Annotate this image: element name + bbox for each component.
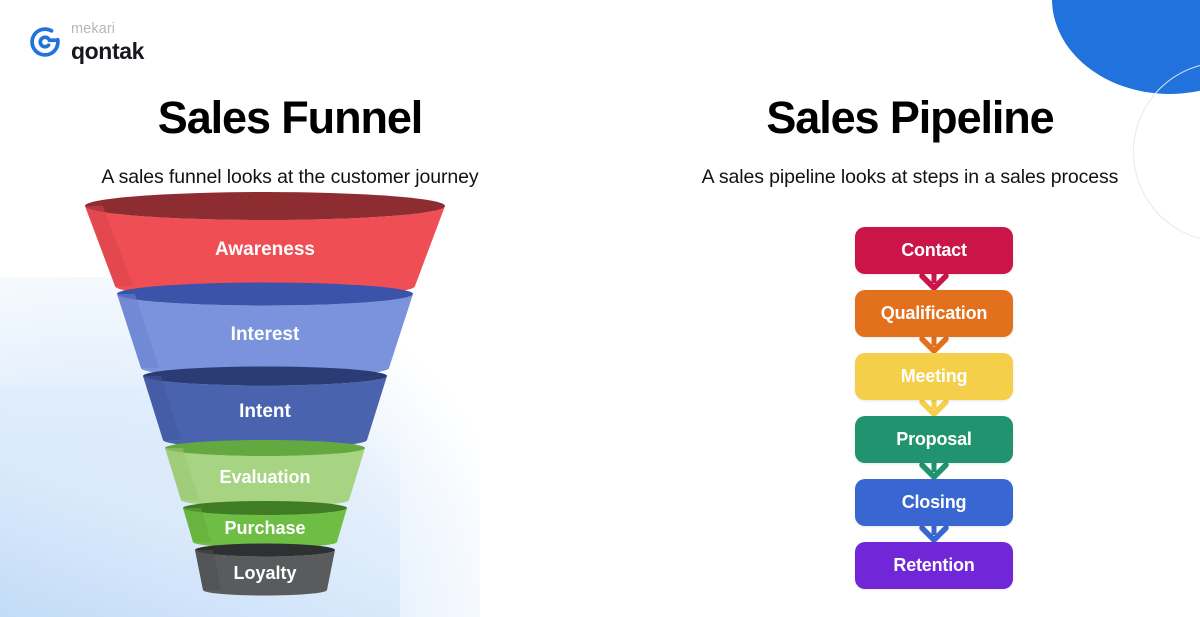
funnel-stage-label: Intent: [239, 401, 291, 422]
pipeline-step-label: Contact: [901, 240, 967, 260]
funnel-stage-shading: [183, 508, 211, 542]
funnel-stage-label: Awareness: [215, 239, 315, 260]
pipeline-step[interactable]: Proposal: [855, 416, 1013, 463]
funnel-stage-rim: [117, 282, 413, 306]
funnel-stage-rim: [183, 501, 347, 515]
funnel-stage[interactable]: Interest: [117, 282, 413, 378]
pipeline-step[interactable]: Qualification: [855, 290, 1013, 337]
funnel-stage-shading: [117, 294, 159, 368]
funnel-stage-body: [85, 206, 445, 298]
funnel-stage[interactable]: Intent: [143, 366, 387, 449]
brand-name-qontak: qontak: [71, 37, 144, 64]
funnel-stage-label: Loyalty: [233, 563, 296, 583]
brand-wordmark: mekari qontak: [71, 22, 144, 63]
pipeline-step-label: Retention: [893, 555, 975, 575]
funnel-stage-label: Purchase: [224, 518, 305, 538]
funnel-subtitle: A sales funnel looks at the customer jou…: [101, 166, 479, 188]
pipeline-step-label: Meeting: [900, 366, 968, 386]
pipeline-step[interactable]: Closing: [855, 479, 1013, 526]
qontak-circle-logo-icon: [28, 25, 62, 59]
funnel-stage-rim: [143, 366, 387, 386]
pipeline-step-box[interactable]: Closing: [855, 479, 1013, 526]
chevron-down-arrow-icon: [855, 400, 1013, 416]
funnel-stage-body: [195, 550, 335, 596]
pipeline-subtitle: A sales pipeline looks at steps in a sal…: [701, 166, 1119, 188]
brand-name-mekari: mekari: [71, 21, 116, 37]
funnel-stage-shading: [195, 550, 221, 590]
funnel-stage[interactable]: Evaluation: [165, 440, 365, 507]
pipeline-title: Sales Pipeline: [766, 92, 1054, 143]
funnel-stage[interactable]: Loyalty: [195, 543, 335, 596]
chevron-down-arrow-icon: [855, 337, 1013, 353]
funnel-stage-body: [117, 294, 413, 378]
funnel-stage-label: Interest: [231, 324, 300, 345]
pipeline-step-box[interactable]: Qualification: [855, 290, 1013, 337]
background-outline-circle-decoration: [1133, 62, 1200, 242]
pipeline-step-label: Proposal: [896, 429, 972, 449]
funnel-stage-body: [183, 508, 347, 548]
pipeline-step-box[interactable]: Meeting: [855, 353, 1013, 400]
chevron-down-arrow-icon: [855, 463, 1013, 479]
funnel-stage-shading: [85, 206, 133, 286]
funnel-stage-body: [143, 376, 387, 449]
chevron-down-arrow-icon: [855, 274, 1013, 290]
funnel-title: Sales Funnel: [157, 92, 423, 143]
pipeline-step-box[interactable]: Proposal: [855, 416, 1013, 463]
pipeline-step-label: Closing: [901, 492, 967, 512]
pipeline-step[interactable]: Contact: [855, 227, 1013, 274]
funnel-stage[interactable]: Awareness: [85, 192, 445, 298]
funnel-svg: AwarenessInterestIntentEvaluationPurchas…: [85, 192, 445, 596]
pipeline-step-label: Qualification: [880, 303, 988, 323]
pipeline-step-box[interactable]: Retention: [855, 542, 1013, 589]
funnel-stage[interactable]: Purchase: [183, 501, 347, 548]
funnel-stage-label: Evaluation: [219, 467, 310, 487]
funnel-stage-shading: [165, 448, 199, 500]
pipeline-step[interactable]: Retention: [855, 542, 1013, 589]
funnel-stage-shading: [143, 376, 181, 440]
pipeline-step[interactable]: Meeting: [855, 353, 1013, 400]
funnel-stage-rim: [85, 192, 445, 220]
chevron-down-arrow-icon: [855, 526, 1013, 542]
funnel-stage-rim: [165, 440, 365, 456]
brand-logo[interactable]: mekari qontak: [28, 22, 144, 63]
funnel-stage-rim: [195, 543, 335, 557]
funnel-stage-body: [165, 448, 365, 507]
pipeline-step-box[interactable]: Contact: [855, 227, 1013, 274]
background-blue-circle-decoration: [1052, 0, 1200, 94]
